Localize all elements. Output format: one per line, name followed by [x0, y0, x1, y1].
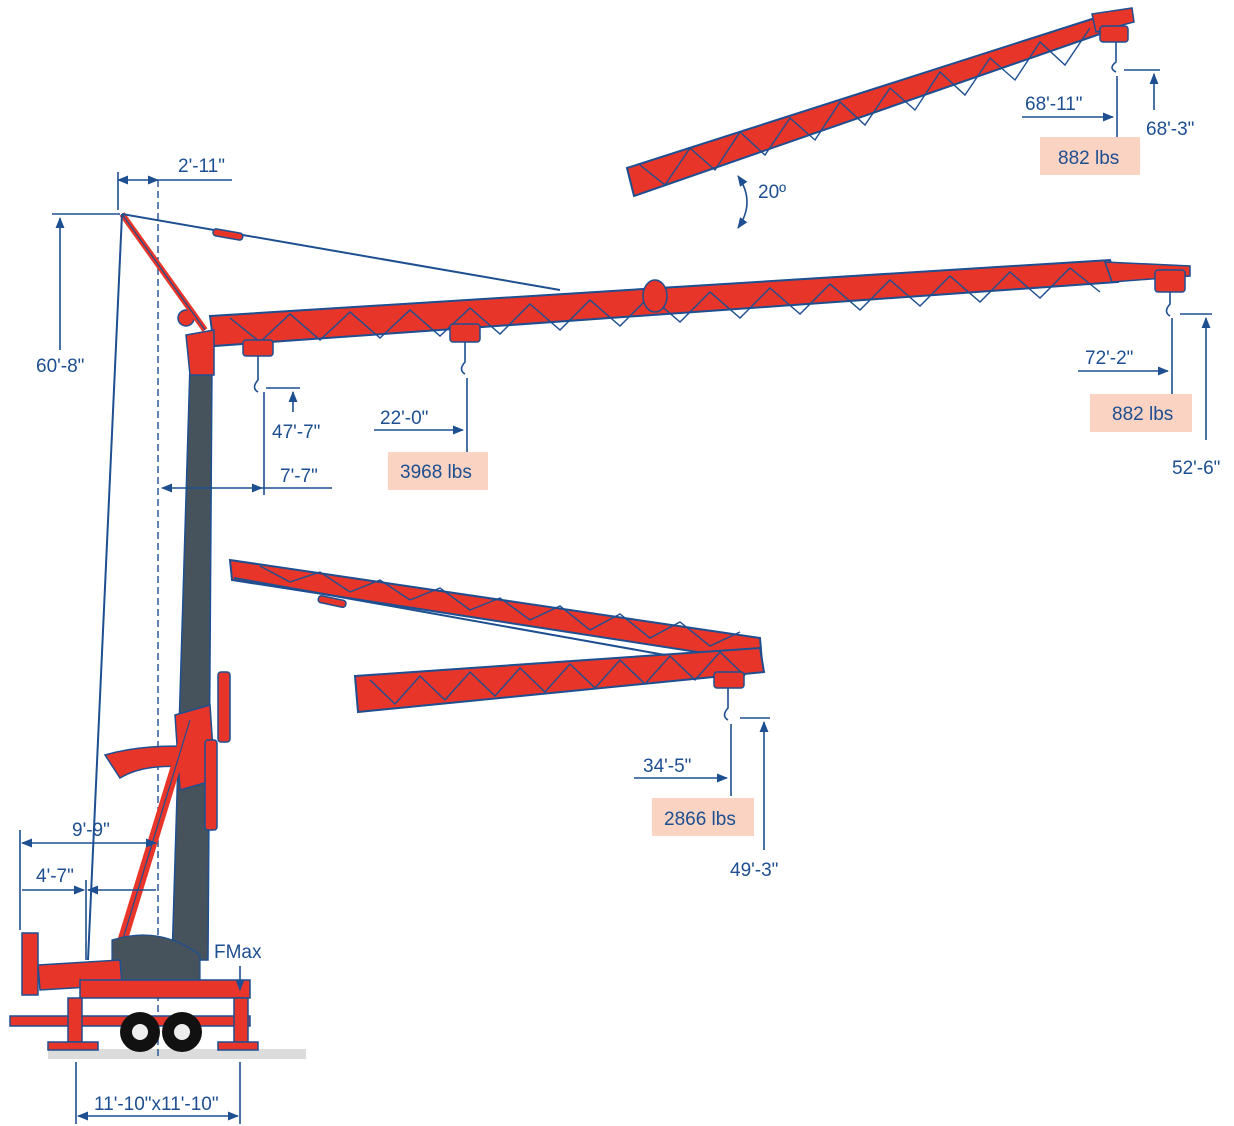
dim-short-hook-height: 47'-7" [272, 422, 320, 443]
horizontal-jib [208, 258, 1191, 348]
folded-boom [228, 558, 766, 721]
mast [171, 309, 215, 961]
hook-tip [1154, 269, 1186, 317]
load-raised-tip: 882 lbs [1058, 148, 1119, 169]
lower-structure [9, 671, 259, 1051]
wheels [120, 1012, 202, 1052]
ground [48, 1049, 306, 1059]
load-folded-tip: 2866 lbs [664, 809, 736, 830]
dim-mid-reach: 22'-0" [380, 408, 428, 429]
dim-ballast-4: 4'-7" [36, 866, 74, 887]
dim-raised-angle: 20º [758, 182, 786, 203]
dim-tip-height-raised: 68'-3" [1146, 119, 1194, 140]
dim-tip-height-horizontal: 52'-6" [1172, 458, 1220, 479]
load-mid: 3968 lbs [400, 462, 472, 483]
dim-mast-height: 60'-8" [36, 356, 84, 377]
dim-tip-reach-horizontal: 72'-2" [1085, 348, 1133, 369]
hook-short [242, 339, 274, 393]
raised-boom [625, 7, 1135, 198]
dim-folded-reach: 34'-5" [643, 756, 691, 777]
load-horizontal-tip: 882 lbs [1112, 404, 1173, 425]
dim-top-offset: 2'-11" [178, 156, 225, 177]
dim-outrigger-base: 11'-10"x11'-10" [94, 1094, 219, 1115]
tower-top-ties [87, 212, 561, 961]
fmax-label: FMax [214, 942, 262, 963]
dim-folded-height: 49'-3" [730, 860, 778, 881]
hook-mid [449, 323, 481, 375]
dim-short-reach: 7'-7" [280, 466, 318, 487]
dim-tip-reach-raised: 68'-11" [1025, 94, 1083, 115]
dim-ballast-9: 9'-9" [72, 820, 110, 841]
